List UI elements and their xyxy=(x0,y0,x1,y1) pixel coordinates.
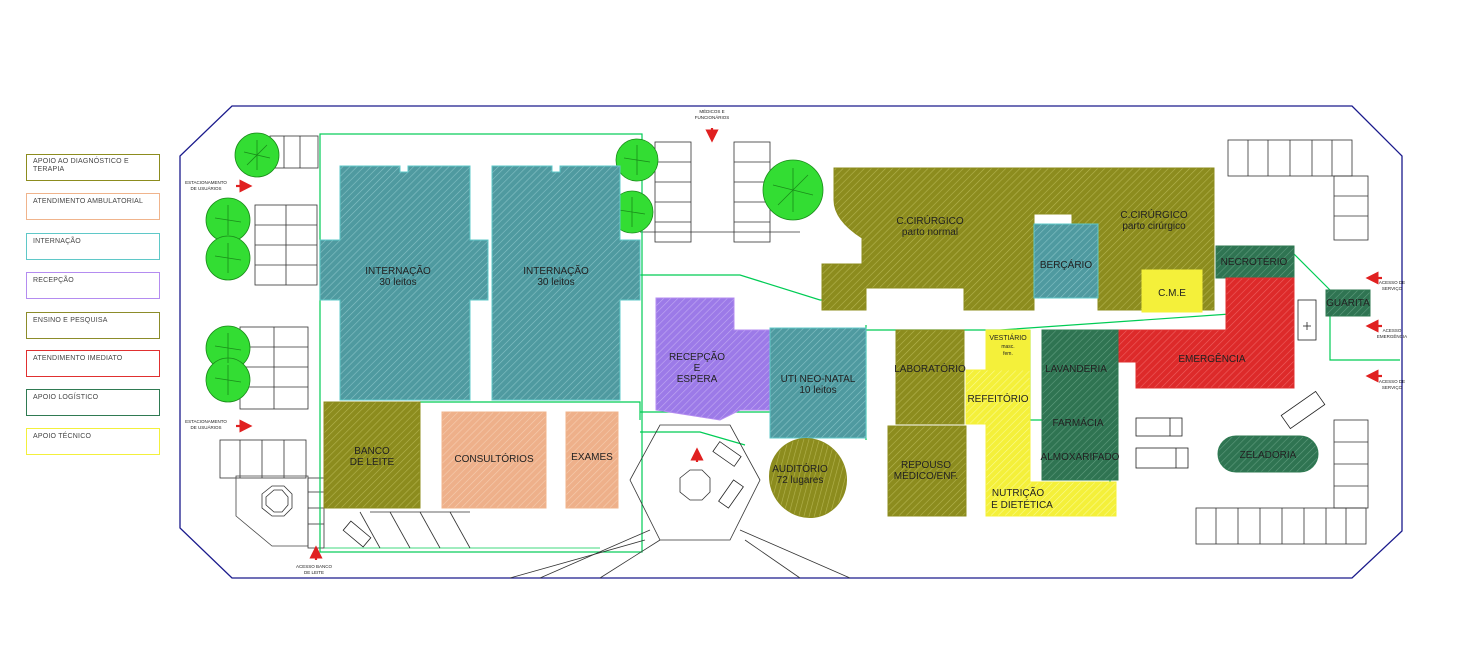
room-laboratorio xyxy=(895,329,965,425)
parking-right xyxy=(1195,139,1369,545)
legend-item: ATENDIMENTO IMEDIATO xyxy=(26,350,160,377)
room-consultorios xyxy=(441,411,547,509)
label-necroterio: NECROTÉRIO xyxy=(1221,255,1288,268)
legend-item-label: APOIO AO DIAGNÓSTICO E TERAPIA xyxy=(33,158,129,173)
room-repouso xyxy=(887,425,967,517)
access-arrows xyxy=(236,128,1382,560)
label-exames: EXAMES xyxy=(571,452,613,463)
legend-item-label: ATENDIMENTO AMBULATORIAL xyxy=(33,198,144,205)
building xyxy=(319,165,1371,519)
label-consultorios: CONSULTÓRIOS xyxy=(454,452,534,465)
label-lavanderia: LAVANDERIA xyxy=(1045,364,1107,375)
legend-item-label: INTERNAÇÃO xyxy=(33,238,81,245)
label-cme: C.M.E xyxy=(1158,288,1186,299)
room-internacao-1 xyxy=(319,165,489,401)
room-emergencia xyxy=(1117,277,1295,389)
room-guarita xyxy=(1325,289,1371,317)
legend-item-label: APOIO LOGÍSTICO xyxy=(33,394,99,401)
vehicles xyxy=(342,299,1326,548)
label-refeitorio: REFEITÓRIO xyxy=(967,392,1028,405)
room-zeladoria xyxy=(1217,435,1319,473)
legend-item: ATENDIMENTO AMBULATORIAL xyxy=(26,193,160,220)
label-almoxarifado: ALMOXARIFADO xyxy=(1041,452,1120,463)
legend-item: APOIO LOGÍSTICO xyxy=(26,389,160,416)
legend-item: APOIO AO DIAGNÓSTICO E TERAPIA xyxy=(26,154,160,181)
legend-item-label: RECEPÇÃO xyxy=(33,277,74,284)
room-auditorio xyxy=(768,437,848,519)
label-zeladoria: ZELADORIA xyxy=(1240,450,1297,461)
room-exames xyxy=(565,411,619,509)
room-banco-leite xyxy=(323,401,421,509)
room-necroterio xyxy=(1215,245,1295,279)
legend-item-label: ENSINO E PESQUISA xyxy=(33,317,108,324)
label-farmacia: FARMÁCIA xyxy=(1052,416,1103,429)
room-cme xyxy=(1141,269,1203,313)
room-internacao-2 xyxy=(491,165,641,401)
label-laboratorio: LABORATÓRIO xyxy=(894,362,966,375)
legend-item: INTERNAÇÃO xyxy=(26,233,160,260)
label-bercario: BERÇÁRIO xyxy=(1040,258,1092,271)
room-lavanderia xyxy=(1041,329,1119,481)
legend-item: ENSINO E PESQUISA xyxy=(26,312,160,339)
room-bercario xyxy=(1033,223,1099,299)
room-uti xyxy=(769,327,867,439)
parking-top xyxy=(640,141,800,243)
room-vestiario xyxy=(985,329,1031,371)
pathways xyxy=(235,424,851,579)
legend-item: APOIO TÉCNICO xyxy=(26,428,160,455)
label-guarita: GUARITA xyxy=(1326,298,1370,309)
legend-item-label: APOIO TÉCNICO xyxy=(33,433,92,440)
room-nutricao xyxy=(965,369,1117,517)
legend-item-label: ATENDIMENTO IMEDIATO xyxy=(33,355,123,362)
site-boundary xyxy=(179,105,1403,579)
label-emergencia: EMERGÊNCIA xyxy=(1178,352,1246,365)
legend-item: RECEPÇÃO xyxy=(26,272,160,299)
